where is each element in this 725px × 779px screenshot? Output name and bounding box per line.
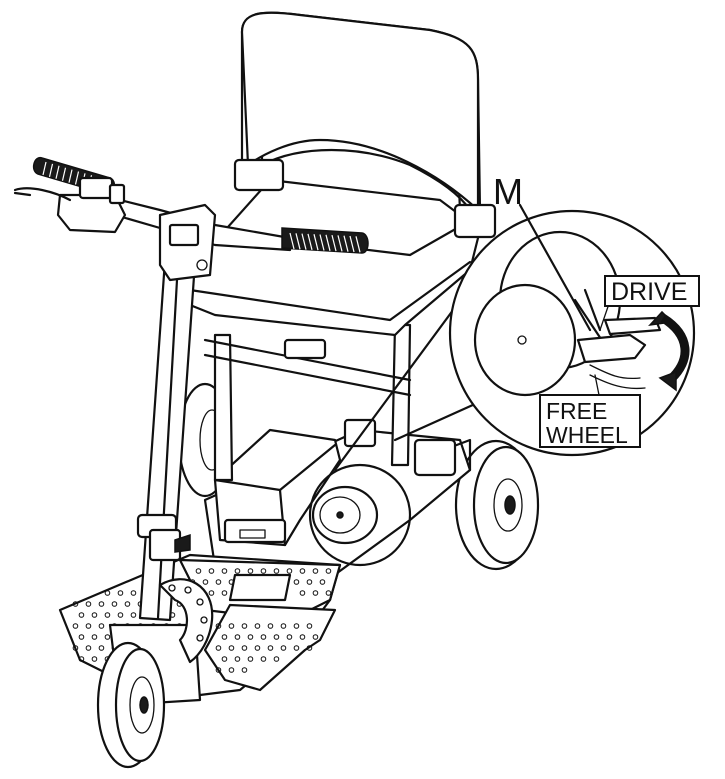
marker-label: M bbox=[493, 171, 523, 212]
motor bbox=[308, 463, 412, 567]
detail-lever bbox=[576, 316, 662, 390]
front-wheel-assembly bbox=[96, 578, 214, 769]
backrest bbox=[233, 11, 497, 239]
seat-support bbox=[203, 323, 412, 482]
detail-motor bbox=[473, 230, 622, 397]
lever-direction-icon bbox=[648, 310, 690, 392]
rear-right-wheel bbox=[454, 439, 540, 571]
free-wheel-label-line1: FREE bbox=[546, 398, 607, 424]
handlebar bbox=[13, 156, 369, 282]
labels: M DRIVE FREE WHEEL bbox=[493, 171, 700, 448]
drive-label-box bbox=[604, 275, 700, 307]
drive-label: DRIVE bbox=[611, 278, 687, 306]
free-wheel-label-line2: WHEEL bbox=[546, 422, 628, 448]
battery-pack bbox=[213, 428, 342, 547]
steering-column bbox=[136, 258, 197, 622]
seat bbox=[183, 178, 482, 337]
free-wheel-label-box bbox=[539, 394, 641, 448]
